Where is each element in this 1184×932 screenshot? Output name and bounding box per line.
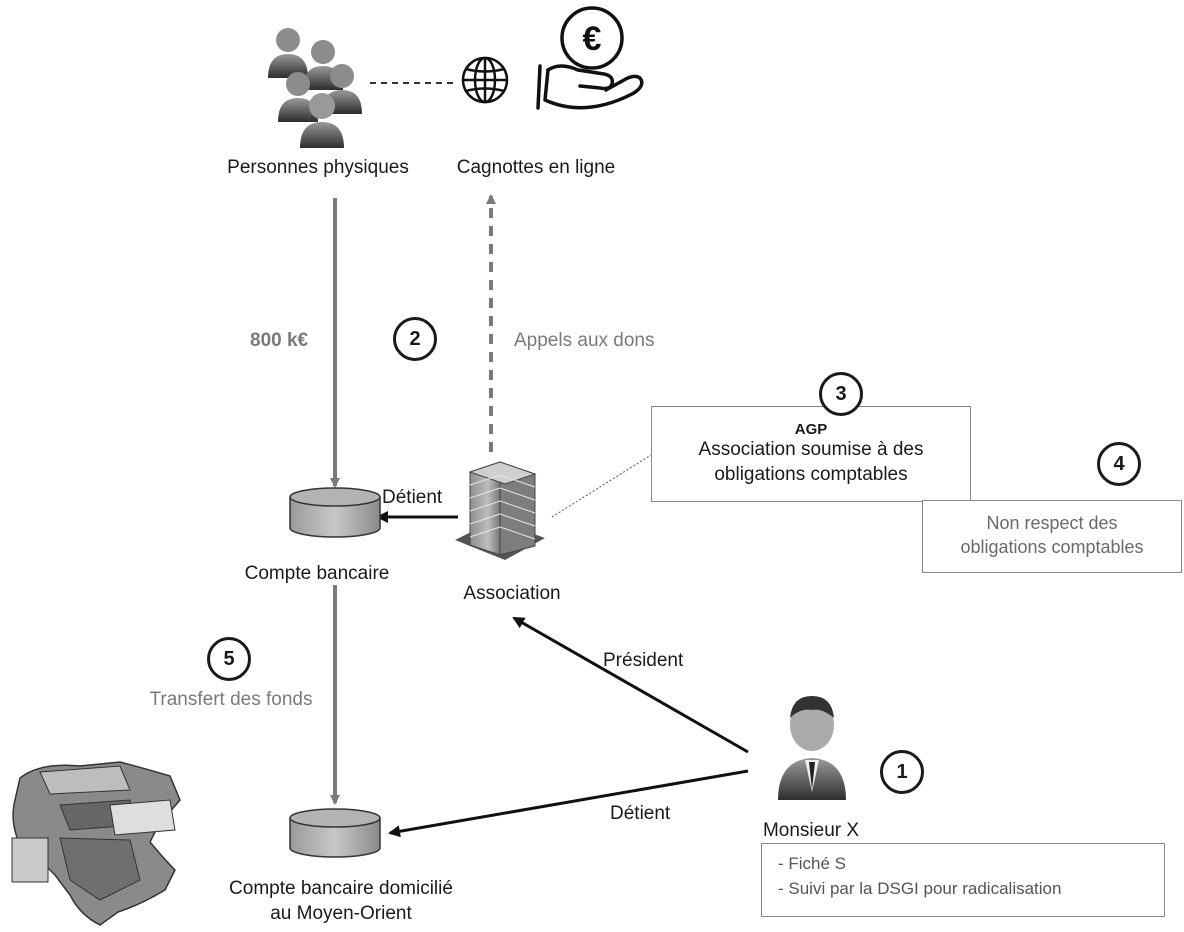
node-compte-bancaire: Compte bancaire	[244, 563, 390, 584]
edge-detient-x-label: Détient	[610, 803, 671, 824]
arrow-president	[512, 616, 749, 754]
agp-line2: obligations comptables	[714, 463, 908, 485]
profile-box: - Fiché S - Suivi par la DSGI pour radic…	[761, 843, 1165, 917]
euro-symbol: €	[583, 20, 602, 58]
step-3-badge: 3	[819, 372, 863, 416]
edge-president-label: Président	[603, 650, 684, 671]
bank-account-icon	[289, 487, 381, 538]
node-compte-mo-line1: Compte bancaire domicilié	[229, 878, 453, 899]
node-compte-mo-line2: au Moyen-Orient	[270, 903, 412, 924]
globe-icon	[461, 56, 509, 104]
node-monsieur-x: Monsieur X	[762, 820, 860, 841]
hand-euro-icon	[536, 6, 644, 110]
node-personnes-physiques: Personnes physiques	[227, 157, 409, 178]
non-respect-line2: obligations comptables	[960, 537, 1144, 558]
middle-east-map-icon	[11, 761, 181, 926]
building-icon	[455, 461, 545, 560]
node-association: Association	[463, 583, 561, 604]
arrow-detient-x	[388, 769, 749, 838]
non-respect-line1: Non respect des	[986, 513, 1118, 533]
edge-transfert-label: Transfert des fonds	[149, 689, 313, 710]
edge-detient-assoc-label: Détient	[382, 487, 443, 508]
profile-line1: - Fiché S	[778, 854, 847, 873]
non-respect-box: Non respect des obligations comptables	[922, 500, 1182, 573]
step-4-badge: 4	[1097, 442, 1141, 486]
bank-account-middle-east-icon	[289, 808, 381, 858]
node-cagnottes-en-ligne: Cagnottes en ligne	[456, 157, 616, 178]
step-2-badge: 2	[393, 317, 437, 361]
step-1-badge: 1	[880, 750, 924, 794]
step-5-badge: 5	[207, 637, 251, 681]
edge-amount-label: 800 k€	[250, 330, 309, 351]
profile-line2: - Suivi par la DSGI pour radicalisation	[778, 878, 1062, 898]
agp-box: AGP Association soumise à des obligation…	[651, 406, 971, 502]
group-people-icon	[268, 28, 362, 148]
person-icon	[778, 696, 846, 800]
agp-connector	[551, 454, 652, 518]
edge-appels-label: Appels aux dons	[514, 330, 655, 351]
agp-line1: Association soumise à des	[698, 439, 924, 460]
agp-title: AGP	[794, 421, 828, 438]
